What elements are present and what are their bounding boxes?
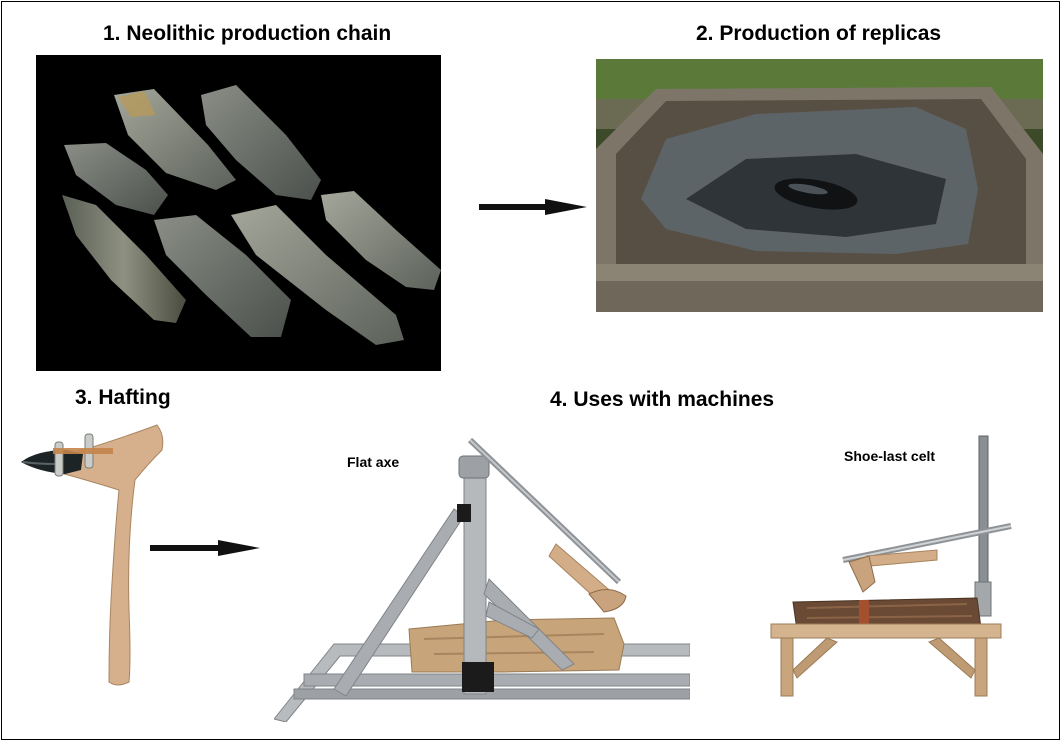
section-title-replicas: 2. Production of replicas xyxy=(696,22,942,45)
shoe-last-celt-machine-image xyxy=(767,432,1015,700)
swing-arm xyxy=(842,523,1012,563)
section-title-neolithic: 1. Neolithic production chain xyxy=(103,22,392,45)
log xyxy=(792,597,982,631)
metal-clamps xyxy=(53,433,113,477)
hafted-axe xyxy=(548,543,627,613)
stone-tool xyxy=(62,195,186,323)
hafted-axe-image xyxy=(17,420,167,690)
hafted-axe xyxy=(848,549,938,593)
stone-blade xyxy=(21,450,83,474)
section-title-hafting: 3. Hafting xyxy=(75,386,171,409)
flow-arrow-icon xyxy=(150,538,262,558)
swing-arm xyxy=(467,437,622,585)
stone-tool xyxy=(201,85,321,200)
neolithic-tools-photo xyxy=(36,55,441,371)
flat-axe-label: Flat axe xyxy=(347,454,400,470)
stone-tool xyxy=(154,215,291,337)
stone-blade xyxy=(774,178,858,210)
axe-handle xyxy=(56,424,164,686)
section-title-machines: 4. Uses with machines xyxy=(550,388,775,411)
machine-post xyxy=(974,435,992,617)
flow-arrow-icon xyxy=(479,197,589,217)
stone-tool xyxy=(64,143,168,215)
stone-tool xyxy=(231,205,404,345)
flat-axe-machine-image xyxy=(274,434,690,722)
machine-frame xyxy=(333,455,575,697)
stone-tool xyxy=(114,89,236,190)
shoe-last-celt-label: Shoe-last celt xyxy=(844,448,936,464)
wooden-table xyxy=(770,623,1002,697)
stone-tool xyxy=(321,191,441,290)
log xyxy=(408,617,625,673)
replica-grinding-photo xyxy=(596,59,1043,312)
